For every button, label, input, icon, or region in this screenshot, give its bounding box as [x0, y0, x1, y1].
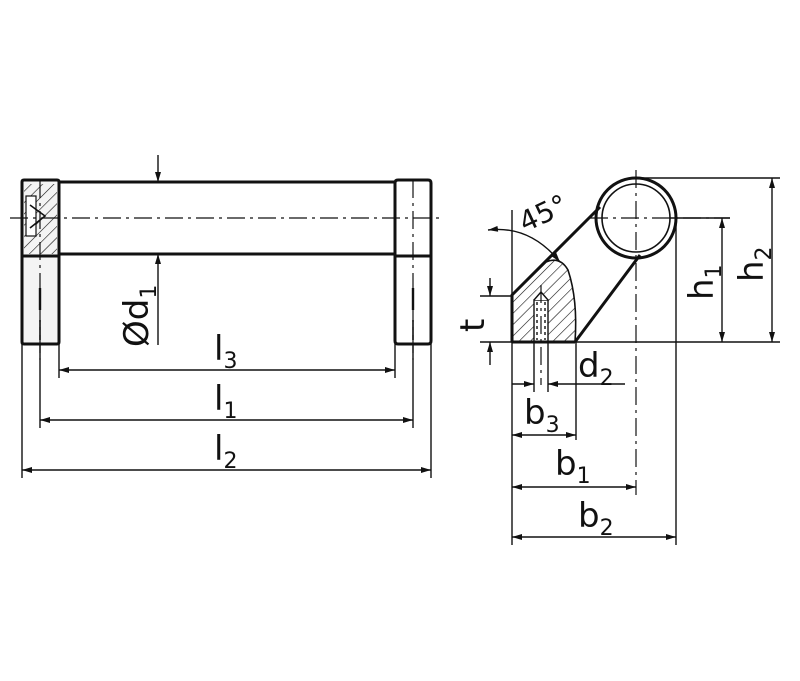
l3-label: l — [214, 329, 223, 369]
l2-subscript: 2 — [223, 449, 237, 474]
svg-text:l3: l3 — [214, 329, 237, 374]
dimension-d1: Ød1 — [117, 155, 162, 347]
b2-subscript: 2 — [600, 516, 614, 541]
front-view: Ød1 l3 l1 l2 — [10, 155, 440, 478]
d1-label: Ød — [117, 299, 157, 347]
svg-text:l1: l1 — [214, 379, 237, 424]
b1-subscript: 1 — [577, 464, 591, 489]
angle-label: 45° — [514, 188, 573, 239]
round-bar — [59, 180, 395, 256]
svg-text:h1: h1 — [682, 264, 727, 300]
dimension-b1: b1 — [512, 444, 636, 490]
dimension-h2: h2 — [732, 178, 777, 342]
t-label: t — [453, 319, 493, 332]
svg-text:d2: d2 — [578, 346, 614, 391]
d1-subscript: 1 — [137, 285, 162, 299]
h2-label: h — [732, 260, 772, 282]
b2-label: b — [578, 496, 600, 536]
dimension-h1: h1 — [682, 218, 727, 342]
b3-label: b — [524, 393, 546, 433]
l2-label: l — [214, 429, 223, 469]
dimension-b2: b2 — [512, 496, 676, 541]
svg-text:h2: h2 — [732, 246, 777, 282]
h1-subscript: 1 — [702, 264, 727, 278]
svg-text:l2: l2 — [214, 429, 237, 474]
l1-label: l — [214, 379, 223, 419]
svg-text:b3: b3 — [524, 393, 560, 438]
h1-label: h — [682, 278, 722, 300]
svg-text:b1: b1 — [555, 444, 591, 489]
d2-subscript: 2 — [600, 366, 614, 391]
b1-label: b — [555, 444, 577, 484]
d2-label: d — [578, 346, 600, 386]
svg-text:b2: b2 — [578, 496, 614, 541]
dimension-l1: l1 — [40, 379, 413, 424]
l1-subscript: 1 — [223, 399, 237, 424]
svg-text:Ød1: Ød1 — [117, 285, 162, 347]
side-view: 45° t h1 h2 d2 — [453, 170, 780, 545]
dimension-t: t — [453, 278, 493, 365]
dimension-l2: l2 — [22, 429, 431, 474]
dimension-d2: d2 — [512, 342, 625, 392]
h2-subscript: 2 — [752, 246, 777, 260]
dimension-b3: b3 — [512, 393, 576, 438]
b3-subscript: 3 — [546, 413, 560, 438]
l3-subscript: 3 — [223, 349, 237, 374]
dimension-l3: l3 — [59, 329, 395, 374]
